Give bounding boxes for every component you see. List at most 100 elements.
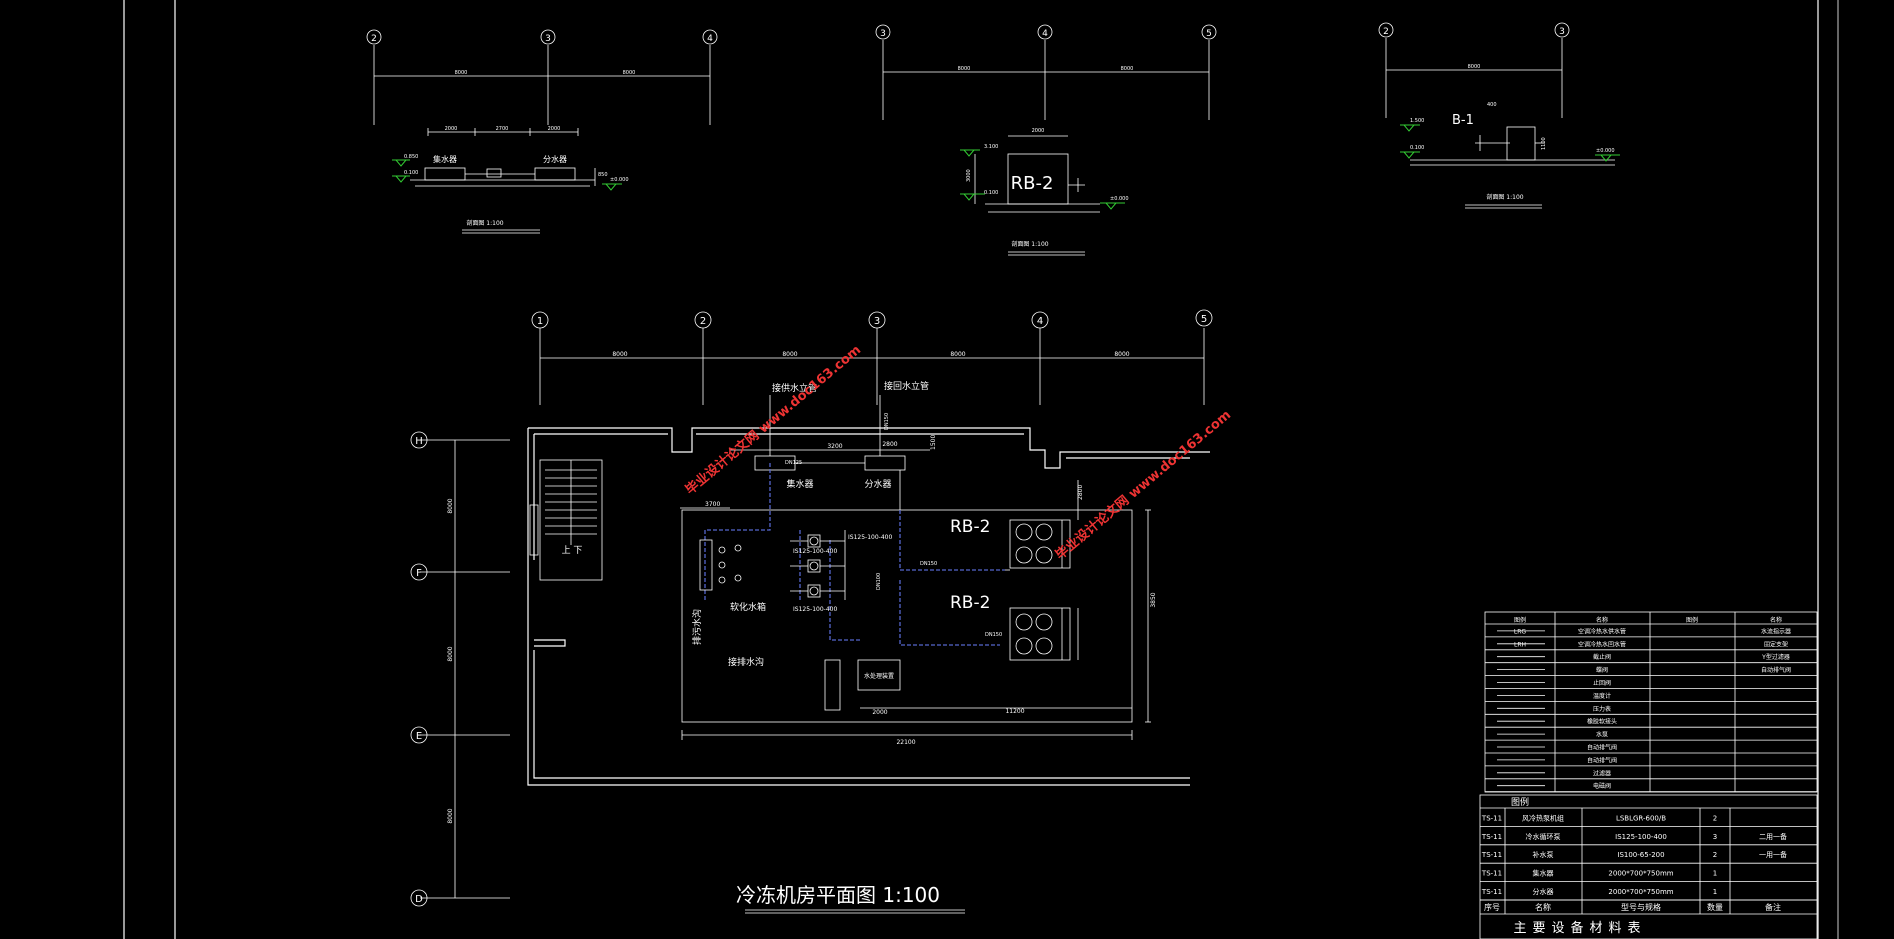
legend-cell: 蝶阀 [1596, 666, 1608, 674]
dimension-label: 8000 [623, 70, 636, 76]
legend-cell: 空调冷热水供水管 [1578, 627, 1626, 635]
elevation-label: 0.100 [984, 190, 998, 196]
equipment-cell: 一用一备 [1759, 850, 1787, 859]
watermark-text: 毕业设计论文网 www.doc163.com [682, 342, 864, 498]
axis-bubble: 2 [700, 316, 706, 327]
dimension-label: 3700 [705, 501, 720, 508]
equip-header: 名称 [1535, 902, 1551, 912]
axis-bubble: 5 [1206, 29, 1212, 39]
equipment-label: 集水器 [786, 478, 813, 490]
equipment-cell: LSBLGR-600/B [1616, 814, 1666, 822]
legend-header: 名称 [1596, 616, 1608, 624]
equipment-cell: TS-11 [1481, 870, 1502, 878]
view-title: 剖面图 1:100 [466, 219, 503, 227]
stair-label: 上 下 [562, 545, 583, 556]
legend-cell: 水泵 [1596, 731, 1608, 739]
unit-label: B-1 [1452, 113, 1474, 128]
axis-bubble: 3 [1559, 27, 1565, 37]
pump-label: IS125-100-400 [793, 548, 837, 555]
legend-cell: LRG [1514, 628, 1527, 635]
equipment-cell: TS-11 [1481, 888, 1502, 896]
view-title: 剖面图 1:100 [1486, 193, 1523, 201]
equipment-cell: 1 [1713, 870, 1717, 878]
legend-cell: 止回阀 [1593, 679, 1611, 687]
equipment-label: 排污水沟 [691, 609, 703, 645]
equip-header: 备注 [1765, 902, 1781, 912]
section-view-1: 2 3 4 8000 8000 2000 2700 2000 集水器 分水器 0… [366, 29, 718, 234]
dimension-label: 8000 [447, 808, 454, 823]
elevation-label: ±0.000 [1596, 148, 1615, 154]
unit-label: RB-2 [1011, 173, 1054, 194]
equipment-cell: 1 [1713, 888, 1717, 896]
section-view-2: 3 4 5 8000 8000 2000 RB-2 3.100 0.100 ±0… [875, 24, 1217, 256]
legend-cell: 空调冷热水回水管 [1578, 640, 1626, 648]
dimension-label: 8000 [455, 70, 468, 76]
unit-label: RB-2 [950, 517, 990, 537]
axis-bubble: 4 [1042, 29, 1048, 39]
dimension-label: 400 [1487, 102, 1497, 108]
pipe-size-label: DN125 [785, 460, 802, 466]
legend-cell: 过滤器 [1593, 769, 1611, 777]
riser-label: 接供水立管 [772, 382, 817, 394]
axis-bubble: F [416, 568, 422, 579]
equipment-cell: IS100-65-200 [1617, 851, 1664, 859]
axis-bubble: 3 [880, 29, 886, 39]
equipment-cell: 2 [1713, 851, 1717, 859]
legend-cell: Y型过滤器 [1761, 653, 1790, 661]
equipment-title: 主要设备材料表 [1513, 920, 1646, 936]
dimension-label: 8000 [1468, 64, 1481, 70]
pipe-size-label: DN150 [985, 632, 1002, 638]
pipe-size-label: DN150 [920, 561, 937, 567]
axis-bubble: 4 [707, 34, 713, 44]
elevation-label: ±0.000 [610, 177, 629, 183]
equipment-cell: 二用一备 [1759, 832, 1787, 841]
equipment-cell: TS-11 [1481, 814, 1502, 822]
legend-cell: 橡胶软接头 [1587, 718, 1617, 726]
axis-bubble: 3 [545, 34, 551, 44]
dimension-label: 3200 [827, 443, 842, 450]
equipment-cell: 2000*700*750mm [1608, 870, 1673, 878]
equip-header: 型号与规格 [1621, 902, 1661, 912]
drawing-frame [123, 0, 1839, 939]
dimension-label: 8000 [1121, 66, 1134, 72]
equip-header: 数量 [1707, 902, 1723, 912]
dimension-label: 1500 [930, 435, 937, 450]
dimension-label: 2000 [445, 126, 458, 132]
equipment-cell: 风冷热泵机组 [1522, 813, 1564, 822]
dimension-label: 8000 [958, 66, 971, 72]
dimension-label: 8000 [447, 646, 454, 661]
dimension-label: 1100 [1541, 137, 1547, 150]
dimension-label: 8000 [447, 498, 454, 513]
legend-header: 图例 [1514, 616, 1526, 624]
dimension-label: 8000 [612, 351, 627, 358]
elevation-label: ±0.000 [1110, 196, 1129, 202]
legend-cell: 截止阀 [1593, 653, 1611, 661]
legend-cell: 自动排气阀 [1587, 756, 1617, 764]
dimension-label: 2000 [872, 709, 887, 716]
legend-cell: LRH [1514, 641, 1526, 648]
riser-label: 接回水立管 [884, 380, 929, 392]
elevation-label: 0.100 [1410, 145, 1424, 151]
legend-cell: 固定支架 [1764, 640, 1788, 648]
equipment-cell: 集水器 [1533, 869, 1554, 878]
axis-bubble: 2 [1383, 27, 1389, 37]
plan-view: 1 2 3 4 5 8000 8000 8000 8000 H F E D 80… [410, 309, 1213, 914]
dimension-label: 2800 [1077, 485, 1084, 500]
legend-cell: 自动排气阀 [1761, 666, 1791, 674]
dimension-label: 8000 [782, 351, 797, 358]
pump-label: IS125-100-400 [793, 606, 837, 613]
equipment-cell: IS125-100-400 [1615, 833, 1667, 841]
legend-cell: 温度计 [1593, 692, 1611, 700]
equipment-cell: 2000*700*750mm [1608, 888, 1673, 896]
legend-cell: 电磁阀 [1593, 782, 1611, 790]
axis-bubble: 1 [537, 316, 543, 327]
equipment-label: 软化水箱 [730, 601, 766, 613]
dimension-label: 11200 [1005, 708, 1024, 715]
equipment-cell: 冷水循环泵 [1526, 832, 1561, 841]
equipment-cell: 2 [1713, 814, 1717, 822]
section-view-3: 2 3 8000 400 B-1 1.500 0.100 ±0.000 1100… [1378, 22, 1620, 209]
